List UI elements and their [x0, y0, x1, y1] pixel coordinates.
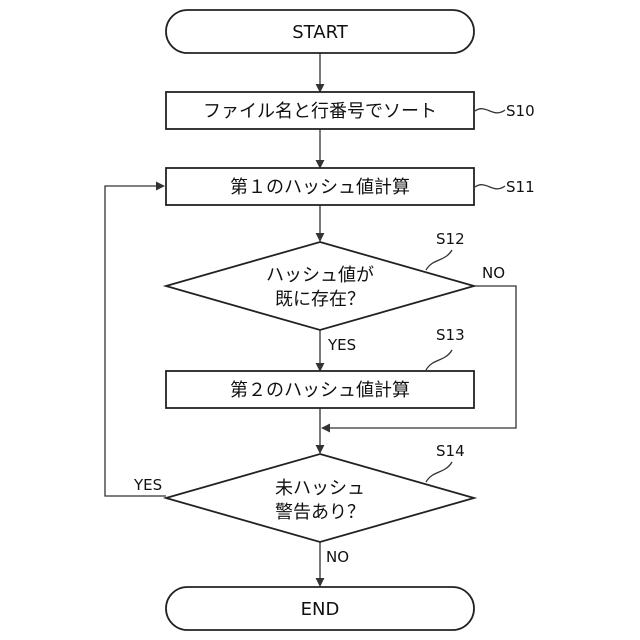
decision-s12 [166, 242, 474, 330]
step-label-s11: S11 [506, 178, 535, 196]
decision-s14-line2: 警告あり？ [275, 502, 365, 523]
leader-s12 [426, 250, 452, 270]
branch-s12-no: NO [482, 264, 505, 282]
branch-s14-yes: YES [133, 476, 162, 494]
process-s13-label: 第２のハッシュ値計算 [230, 380, 410, 401]
step-label-s10: S10 [506, 102, 535, 120]
step-label-s13: S13 [436, 326, 465, 344]
start-label: START [292, 22, 349, 43]
branch-s14-no: NO [326, 548, 349, 566]
process-s10-label: ファイル名と行番号でソート [203, 101, 437, 122]
decision-s12-line1: ハッシュ値が [266, 265, 374, 286]
process-s11-label: 第１のハッシュ値計算 [230, 177, 410, 198]
decision-s14-line1: 未ハッシュ [275, 478, 365, 499]
branch-s12-yes: YES [327, 336, 356, 354]
leader-s14 [426, 462, 452, 482]
decision-s12-line2: 既に存在？ [275, 289, 365, 310]
step-label-s14: S14 [436, 442, 465, 460]
arrow-s14-yes-loop [105, 186, 166, 496]
leader-s10 [475, 109, 505, 113]
end-label: END [301, 599, 340, 620]
leader-s13 [426, 350, 452, 370]
step-label-s12: S12 [436, 230, 465, 248]
leader-s11 [475, 185, 505, 189]
